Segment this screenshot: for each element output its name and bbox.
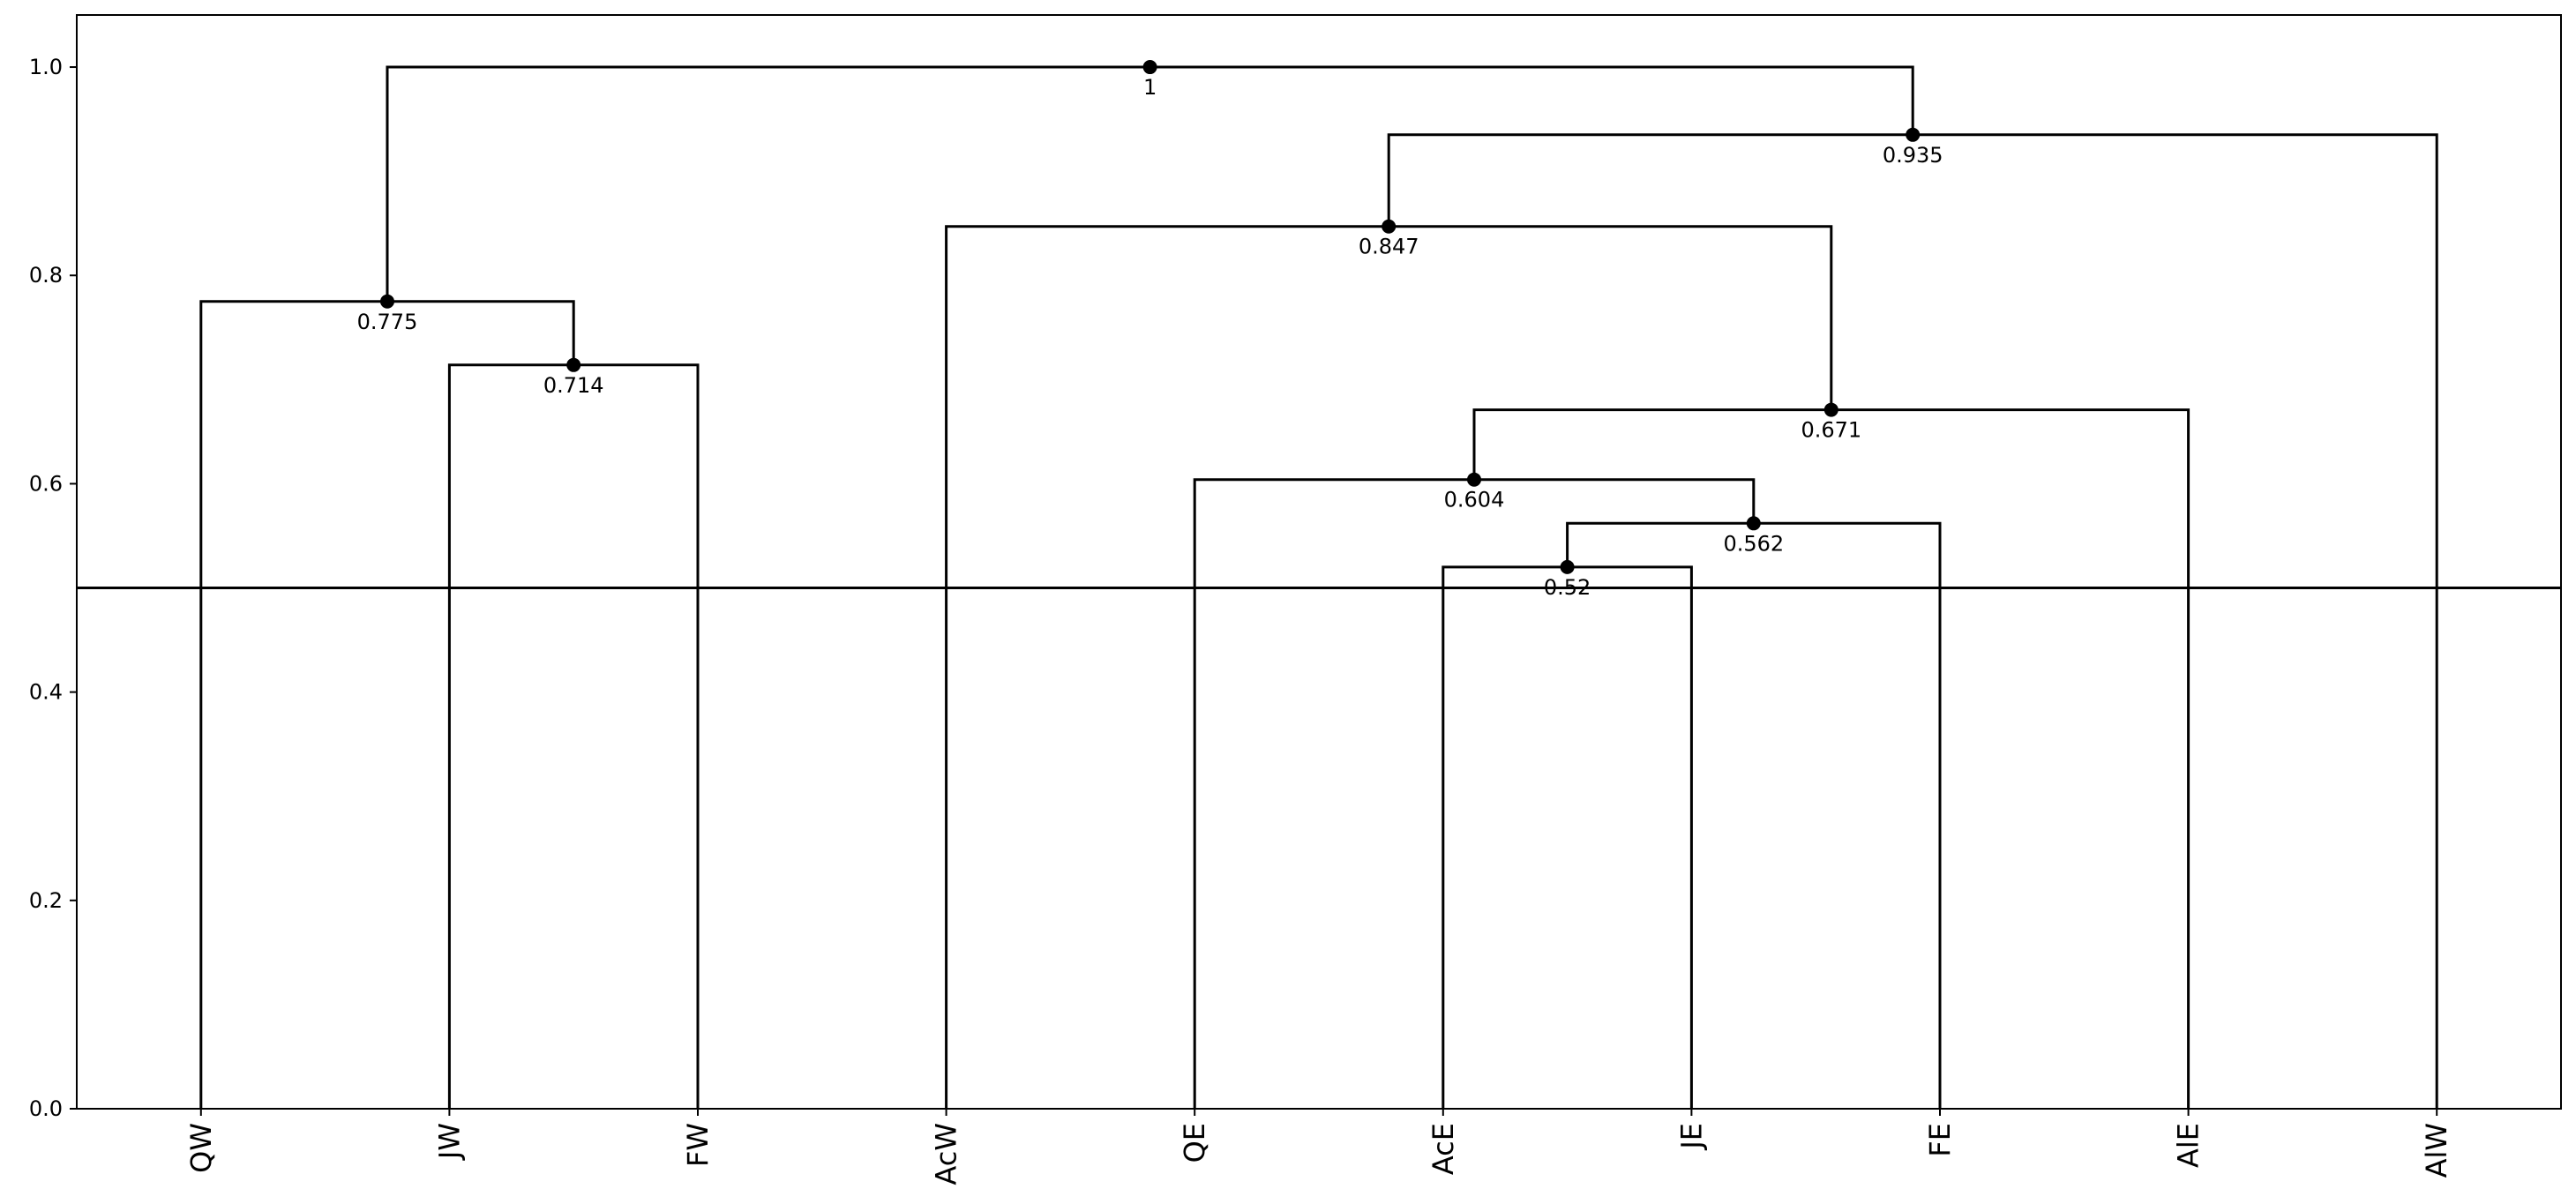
link-m6	[199, 300, 575, 1109]
merge-nodes: 0.52 0.562 0.604 0.671 0.714 0.775 0.847 0.935 1	[357, 60, 1943, 600]
node-m4	[1823, 402, 1838, 417]
ytick-label: 0.0	[29, 1096, 63, 1121]
node-label-m8: 0.935	[1883, 143, 1943, 168]
leaf-label: QE	[1178, 1123, 1211, 1163]
link-m3	[1193, 478, 1756, 1109]
node-m3	[1467, 472, 1481, 487]
leaf-label: AcE	[1427, 1123, 1460, 1175]
leaf-label: FW	[681, 1123, 715, 1167]
leaf-label: QW	[184, 1123, 218, 1173]
link-m4	[1472, 408, 2190, 1109]
ytick-label: 0.6	[29, 471, 63, 496]
ytick-label: 0.2	[29, 888, 63, 913]
leaf-label: AcW	[930, 1123, 963, 1185]
leaf-label: AlW	[2420, 1123, 2453, 1178]
y-axis: 0.0 0.2 0.4 0.6 0.8 1.0	[29, 55, 77, 1121]
node-label-m4: 0.671	[1801, 418, 1861, 443]
leaf-label: AlE	[2172, 1123, 2205, 1168]
ytick-label: 0.4	[29, 680, 63, 705]
link-m9	[386, 65, 1914, 302]
leaf-label: FE	[1923, 1123, 1957, 1157]
link-m1	[1442, 565, 1693, 1109]
leaf-label: JE	[1674, 1123, 1708, 1151]
node-label-m2: 0.562	[1723, 531, 1784, 556]
node-m9	[1142, 60, 1157, 75]
node-label-m3: 0.604	[1444, 488, 1505, 512]
node-m1	[1560, 559, 1575, 574]
node-label-m1: 0.52	[1544, 575, 1591, 600]
ytick-label: 0.8	[29, 263, 63, 288]
node-label-m9: 1	[1143, 75, 1157, 100]
leaf-label: JW	[432, 1123, 466, 1161]
x-axis: QW JW FW AcW QE AcE JE FE AlE AlW	[184, 1109, 2453, 1185]
link-m7	[945, 225, 1833, 1109]
node-m8	[1906, 127, 1921, 142]
node-m6	[380, 294, 394, 309]
node-label-m5: 0.714	[543, 373, 604, 398]
node-m5	[566, 357, 581, 372]
link-m2	[1566, 521, 1942, 1109]
plot-frame	[76, 14, 2562, 1110]
node-label-m7: 0.847	[1359, 235, 1419, 259]
node-m7	[1382, 219, 1397, 234]
node-m2	[1746, 516, 1761, 531]
link-m8	[1387, 133, 2438, 1109]
ytick-label: 1.0	[29, 55, 63, 79]
link-m5	[447, 363, 700, 1109]
node-label-m6: 0.775	[357, 310, 418, 334]
